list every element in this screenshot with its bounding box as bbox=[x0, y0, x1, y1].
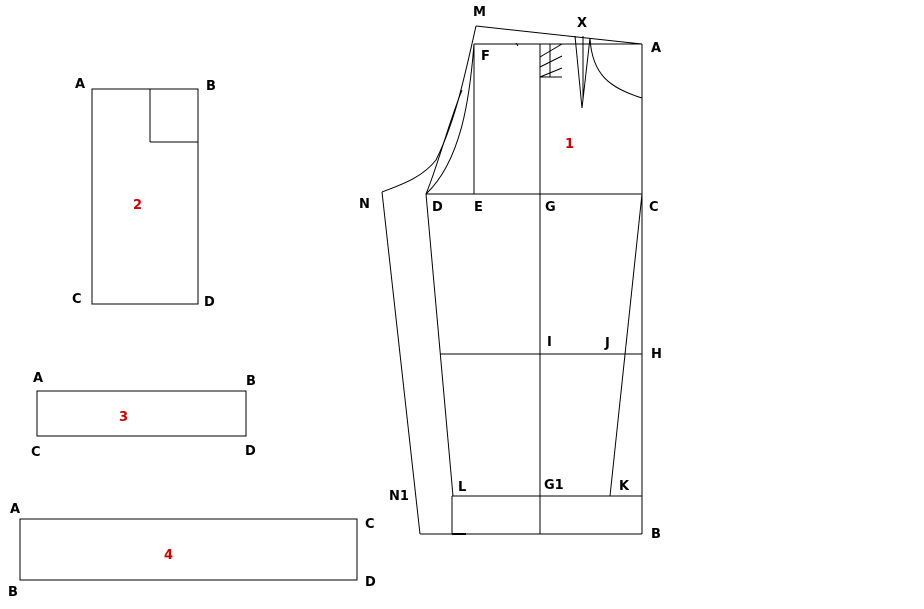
hip-curve bbox=[589, 37, 643, 99]
piece-3-label-d: D bbox=[245, 444, 256, 459]
piece-3-rect bbox=[36, 390, 247, 437]
piece-4-label-d: D bbox=[365, 575, 376, 590]
label-c: C bbox=[649, 200, 659, 215]
label-a: A bbox=[651, 41, 661, 56]
inseam-d-l bbox=[425, 193, 454, 497]
back-crotch-curve bbox=[381, 25, 477, 193]
label-h: H bbox=[651, 347, 662, 362]
front-crotch-curve-a bbox=[425, 43, 475, 195]
piece-2-label-a: A bbox=[75, 77, 85, 92]
piece-2-rect bbox=[91, 88, 199, 305]
piece-number-1: 1 bbox=[565, 137, 574, 152]
label-g1: G1 bbox=[544, 478, 564, 493]
piece-4-label-b: B bbox=[8, 585, 18, 600]
piece-1: M X A F 1 N D E G C I J H N1 L G1 K B bbox=[359, 5, 662, 542]
outseam-c-k bbox=[609, 193, 643, 497]
label-n: N bbox=[359, 197, 370, 212]
piece-number-4: 4 bbox=[164, 548, 173, 563]
piece-2: A B 2 C D bbox=[72, 77, 216, 310]
back-inseam-n-n1 bbox=[381, 191, 421, 535]
label-k: K bbox=[619, 479, 630, 494]
front-crotch-curve-b bbox=[425, 89, 463, 195]
label-x: X bbox=[577, 16, 587, 31]
piece-2-label-c: C bbox=[72, 292, 82, 307]
waist-line-m-a bbox=[475, 25, 643, 45]
label-e: E bbox=[474, 200, 483, 215]
piece-number-3: 3 bbox=[119, 410, 128, 425]
piece-3-label-a: A bbox=[33, 371, 43, 386]
label-m: M bbox=[473, 5, 486, 20]
piece-number-2: 2 bbox=[133, 198, 142, 213]
label-l: L bbox=[458, 480, 466, 495]
piece-4: A C 4 B D bbox=[8, 502, 376, 600]
piece-4-rect bbox=[19, 518, 358, 581]
label-j: J bbox=[604, 336, 610, 351]
pocket-mark-2 bbox=[539, 55, 563, 68]
label-n1: N1 bbox=[389, 489, 409, 504]
piece-2-label-d: D bbox=[204, 295, 215, 310]
piece-3-label-c: C bbox=[31, 445, 41, 460]
piece-3: A B 3 C D bbox=[31, 371, 256, 460]
piece-4-label-a: A bbox=[10, 502, 20, 517]
label-f: F bbox=[481, 49, 490, 64]
dart-left-leg bbox=[574, 35, 583, 109]
label-i: I bbox=[547, 335, 552, 350]
label-b: B bbox=[651, 527, 661, 542]
tick-mark bbox=[515, 42, 519, 47]
piece-3-label-b: B bbox=[246, 374, 256, 389]
label-g: G bbox=[545, 200, 556, 215]
piece-4-label-c: C bbox=[365, 517, 375, 532]
piece-2-label-b: B bbox=[206, 79, 216, 94]
label-d: D bbox=[432, 200, 443, 215]
pocket-mark-3 bbox=[539, 67, 563, 78]
pocket-mark-1 bbox=[539, 43, 563, 58]
